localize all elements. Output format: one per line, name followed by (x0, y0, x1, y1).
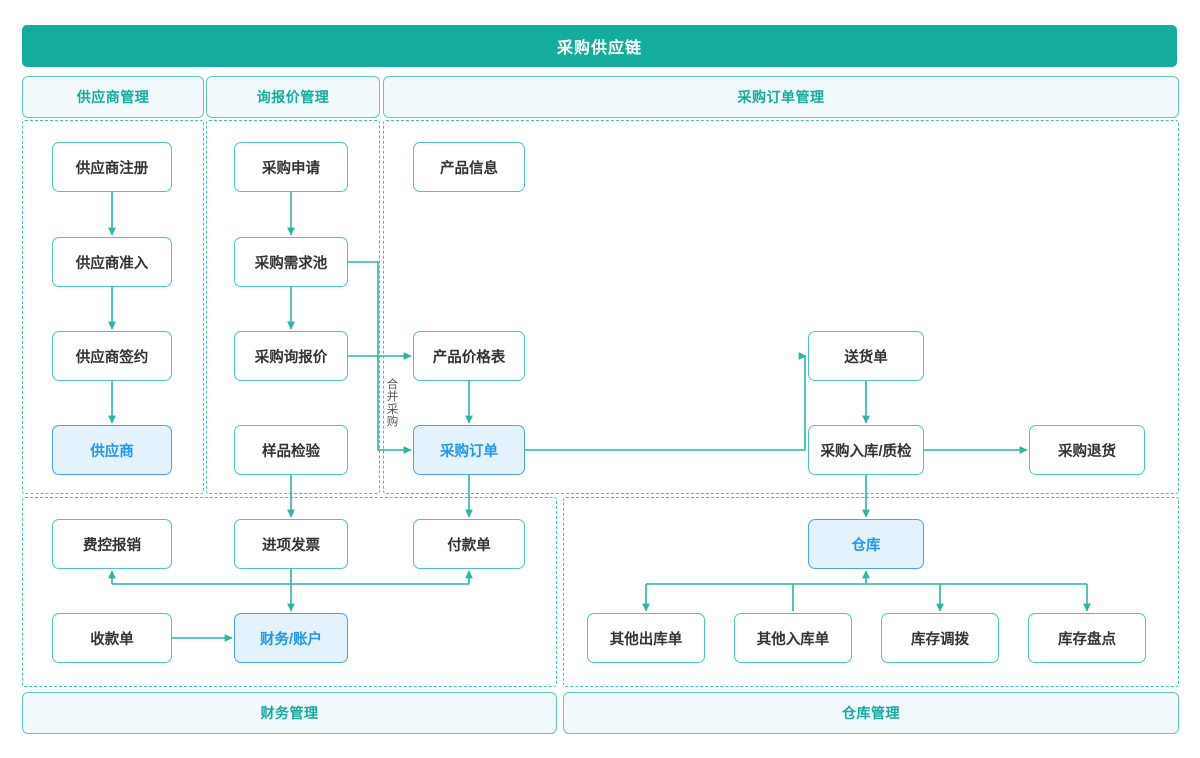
node-label: 采购申请 (262, 160, 320, 177)
section-pill-label: 询报价管理 (256, 89, 330, 105)
node-input-invoice[interactable]: 进项发票 (234, 519, 348, 569)
node-label: 采购询报价 (254, 349, 328, 366)
node-label: 进项发票 (262, 537, 320, 554)
node-label: 财务/账户 (259, 631, 323, 648)
node-stock-transfer[interactable]: 库存调拨 (881, 613, 999, 663)
node-receipt-order[interactable]: 收款单 (52, 613, 172, 663)
node-label: 采购需求池 (254, 255, 328, 272)
node-label: 供应商注册 (75, 160, 149, 177)
node-price-list[interactable]: 产品价格表 (413, 331, 525, 381)
node-expense-claim[interactable]: 费控报销 (52, 519, 172, 569)
node-label: 仓库 (851, 537, 881, 554)
section-pill-finance-mgmt[interactable]: 财务管理 (22, 692, 557, 734)
node-label: 费控报销 (83, 537, 141, 554)
node-stock-count[interactable]: 库存盘点 (1028, 613, 1146, 663)
node-supplier[interactable]: 供应商 (52, 425, 172, 475)
node-label: 库存盘点 (1058, 631, 1116, 648)
group-supplier (22, 120, 204, 494)
node-purchase-order[interactable]: 采购订单 (413, 425, 525, 475)
node-demand-pool[interactable]: 采购需求池 (234, 237, 348, 287)
section-pill-label: 采购订单管理 (737, 89, 825, 105)
node-supplier-access[interactable]: 供应商准入 (52, 237, 172, 287)
section-pill-label: 供应商管理 (76, 89, 150, 105)
edge-label-char: 购 (386, 416, 399, 429)
node-supplier-register[interactable]: 供应商注册 (52, 142, 172, 192)
node-label: 产品信息 (440, 160, 498, 177)
node-label: 其他出库单 (609, 631, 683, 648)
node-label: 供应商准入 (75, 255, 149, 272)
node-label: 收款单 (90, 631, 134, 648)
node-label: 采购入库/质检 (820, 443, 912, 460)
node-product-info[interactable]: 产品信息 (413, 142, 525, 192)
group-finance (22, 497, 557, 687)
node-purchase-return[interactable]: 采购退货 (1029, 425, 1145, 475)
node-inbound-qc[interactable]: 采购入库/质检 (808, 425, 924, 475)
section-pill-supplier-mgmt[interactable]: 供应商管理 (22, 76, 204, 118)
section-pill-rfq-mgmt[interactable]: 询报价管理 (206, 76, 380, 118)
edge-label-char: 并 (386, 391, 399, 404)
node-other-inbound[interactable]: 其他入库单 (734, 613, 852, 663)
page-title: 采购供应链 (22, 25, 1177, 67)
edge-label-merge-purchase: 合并采购 (386, 379, 399, 429)
node-finance-account[interactable]: 财务/账户 (234, 613, 348, 663)
node-rfq[interactable]: 采购询报价 (234, 331, 348, 381)
edge-label-char: 采 (386, 403, 399, 416)
node-supplier-contract[interactable]: 供应商签约 (52, 331, 172, 381)
node-label: 其他入库单 (756, 631, 830, 648)
section-pill-po-mgmt[interactable]: 采购订单管理 (383, 76, 1179, 118)
node-label: 供应商 (90, 443, 134, 460)
node-label: 送货单 (844, 349, 888, 366)
group-warehouse (563, 497, 1179, 687)
node-label: 库存调拨 (911, 631, 969, 648)
node-warehouse[interactable]: 仓库 (808, 519, 924, 569)
node-label: 供应商签约 (75, 349, 149, 366)
node-label: 采购订单 (440, 443, 498, 460)
node-purchase-request[interactable]: 采购申请 (234, 142, 348, 192)
edge-label-char: 合 (386, 379, 399, 391)
node-label: 产品价格表 (432, 349, 506, 366)
node-payment-order[interactable]: 付款单 (413, 519, 525, 569)
node-delivery-note[interactable]: 送货单 (808, 331, 924, 381)
node-other-outbound[interactable]: 其他出库单 (587, 613, 705, 663)
node-label: 样品检验 (262, 443, 320, 460)
section-pill-label: 仓库管理 (842, 705, 900, 721)
node-label: 付款单 (447, 537, 491, 554)
section-pill-label: 财务管理 (260, 705, 319, 721)
section-pill-warehouse-mgmt[interactable]: 仓库管理 (563, 692, 1179, 734)
node-label: 采购退货 (1058, 443, 1116, 460)
node-sample-inspection[interactable]: 样品检验 (234, 425, 348, 475)
